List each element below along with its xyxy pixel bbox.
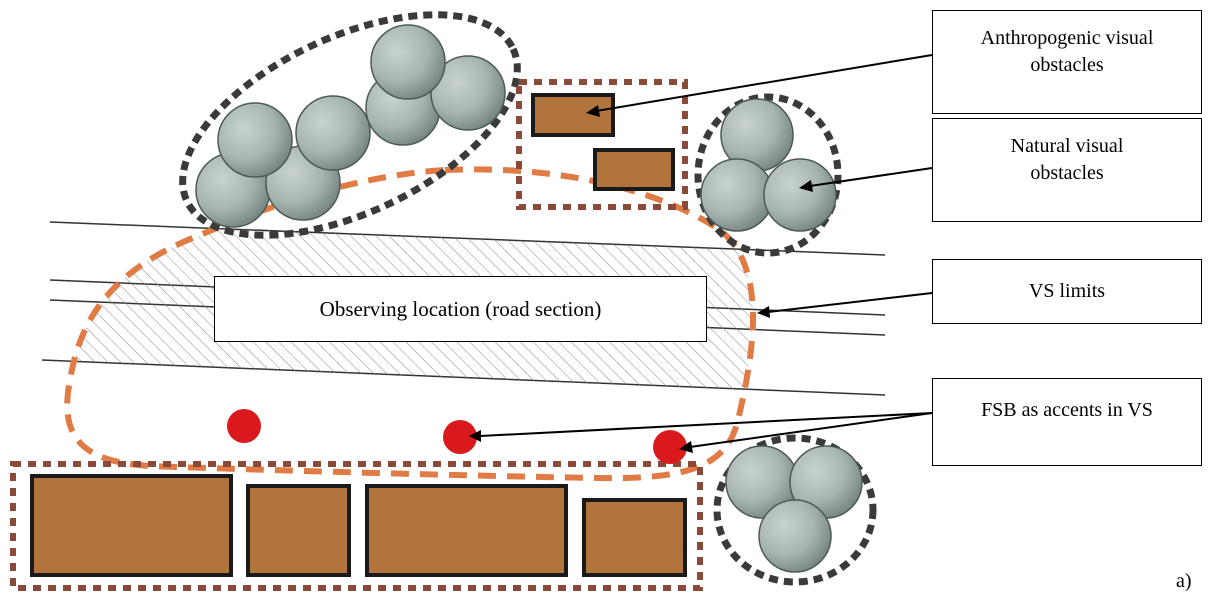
arrow	[809, 167, 933, 187]
arrow	[595, 54, 933, 112]
figure-letter: a)	[1176, 570, 1192, 592]
label-fsb: FSB as accents in VS	[932, 378, 1202, 466]
tree-icon	[217, 102, 293, 178]
building-icon	[246, 484, 351, 577]
arrowhead	[469, 430, 481, 442]
arrow	[479, 412, 933, 437]
tree-icon	[700, 158, 774, 232]
fsb-accent-point	[443, 420, 477, 454]
label-anthropogenic-text: Anthropogenic visual obstacles	[980, 27, 1154, 76]
fsb-accent-point	[653, 430, 687, 464]
label-vs-limits: VS limits	[932, 259, 1202, 324]
fsb-accent-point	[227, 409, 261, 443]
label-vs-limits-text: VS limits	[1028, 280, 1106, 302]
arrowhead	[757, 306, 770, 318]
vs-boundary	[64, 166, 756, 482]
label-natural-text: Natural visual obstacles	[1010, 135, 1124, 184]
building-zone-top	[516, 79, 688, 210]
tree-icon	[370, 24, 446, 100]
building-icon	[593, 148, 675, 191]
arrowhead	[679, 441, 693, 453]
building-zone-bottom	[10, 461, 703, 591]
tree-icon	[763, 158, 837, 232]
arrows	[469, 54, 933, 453]
building-icon	[531, 93, 615, 137]
tree-group-bottom-right	[725, 445, 863, 573]
label-observing-location: Observing location (road section)	[214, 276, 707, 342]
label-observing-location-text: Observing location (road section)	[319, 296, 602, 321]
tree-icon	[295, 95, 371, 171]
tree-icon	[758, 499, 832, 573]
label-anthropogenic: Anthropogenic visual obstacles	[932, 10, 1202, 114]
tree-group-outline	[713, 434, 877, 586]
building-icon	[365, 484, 568, 577]
arrowhead	[586, 105, 600, 117]
building-icon	[582, 498, 687, 577]
tree-group-top-right	[700, 98, 837, 232]
tree-group-top-left	[195, 24, 506, 228]
arrow	[767, 292, 933, 313]
tree-group-outline	[694, 93, 842, 257]
arrowhead	[799, 180, 813, 192]
arrow	[689, 412, 933, 448]
label-fsb-text: FSB as accents in VS	[981, 399, 1153, 421]
building-icon	[30, 474, 233, 577]
tree-icon	[430, 55, 506, 131]
label-natural: Natural visual obstacles	[932, 118, 1202, 222]
